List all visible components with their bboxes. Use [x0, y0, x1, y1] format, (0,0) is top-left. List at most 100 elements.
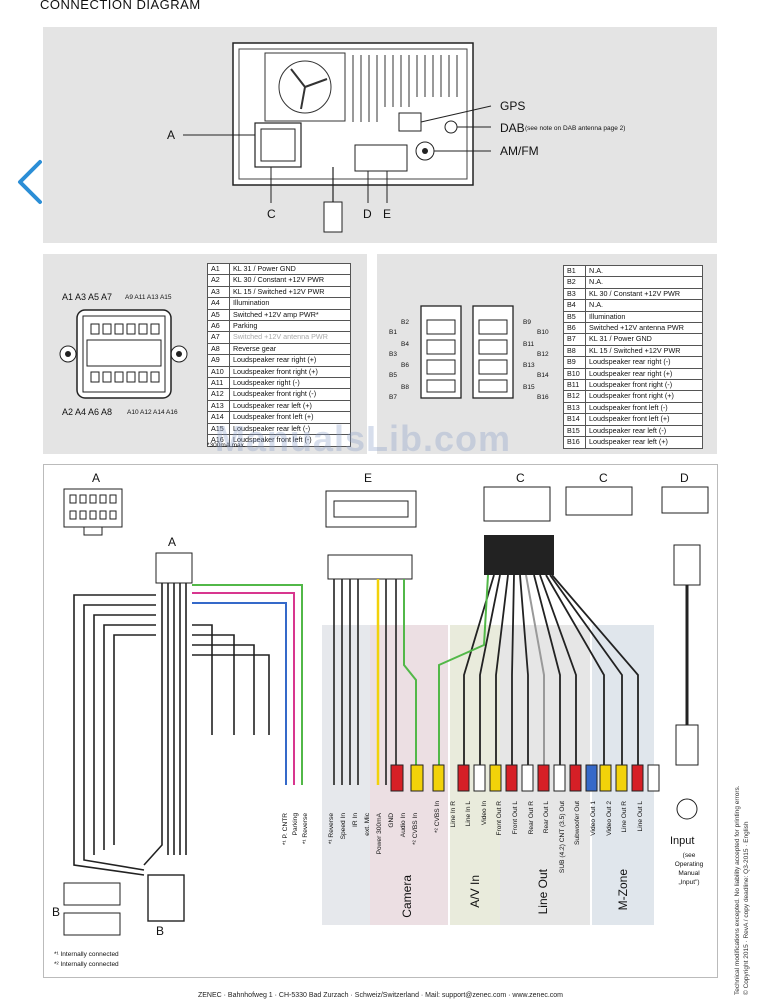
pin-id: B14 [563, 413, 586, 426]
wire-label: Line Out R [621, 801, 629, 833]
label-c: C [267, 207, 276, 221]
b-left-pin-label: B4 [401, 341, 409, 348]
pin-description: KL 30 / Constant +12V PWR [585, 287, 703, 301]
harness-label-e-top: E [364, 471, 373, 485]
pin-id: B3 [563, 287, 586, 301]
pin-description: Parking [229, 320, 351, 333]
pin-id: B4 [563, 299, 586, 312]
pin-id: A10 [207, 365, 230, 379]
pin-description: Loudspeaker rear right (+) [229, 354, 351, 367]
b-right-pin-label: B14 [537, 372, 549, 379]
pin-description: Loudspeaker rear right (+) [585, 367, 703, 381]
wire-label: Rear Out R [527, 801, 535, 835]
wire-label: Line In R [449, 801, 457, 828]
pin-id: A5 [207, 308, 230, 322]
harness-label-a-mid: A [168, 535, 177, 549]
dab-note: (see note on DAB antenna page 2) [525, 125, 626, 132]
b-left-pin-label: B1 [389, 329, 397, 336]
connector-a-drawing [59, 309, 188, 399]
group-camera: Camera [400, 875, 414, 918]
pin-id: B2 [563, 276, 586, 289]
wire-label: *¹ Reverse [328, 813, 335, 845]
wire-label: Line Out L [636, 801, 644, 832]
group-m-zone: M-Zone [616, 869, 630, 911]
pin-description: Loudspeaker front right (-) [229, 388, 351, 401]
b-right-pin-label: B13 [523, 362, 535, 369]
b-left-pin-label: B5 [389, 372, 397, 379]
harness-label-d-top: D [680, 471, 689, 485]
pin-description: Loudspeaker rear left (+) [229, 399, 351, 413]
device-rear-drawing [183, 42, 492, 233]
pin-id: B5 [563, 310, 586, 324]
chevron-left-icon [18, 160, 42, 204]
pin-description: Switched +12V antenna PWR [229, 331, 351, 344]
b-right-pin-label: B10 [537, 329, 549, 336]
wire-label: Line In L [465, 801, 473, 827]
pin-id: A11 [207, 377, 230, 390]
wire-label: *² CVBS In [434, 801, 441, 833]
group-av-in: A/V In [468, 875, 482, 908]
pin-id: B12 [563, 390, 586, 403]
pin-description: N.A. [585, 264, 703, 278]
b-right-pin-label: B9 [523, 319, 531, 326]
b-right-pin-label: B11 [523, 341, 535, 348]
pin-description: Loudspeaker rear right (-) [585, 356, 703, 369]
pin-id: B7 [563, 333, 586, 346]
pin-description: N.A. [585, 276, 703, 289]
wire-label: Video Out 1 [590, 801, 597, 836]
pin-description: Loudspeaker right (-) [229, 377, 351, 390]
pin-description: Loudspeaker front right (-) [585, 379, 703, 392]
footer: ZENEC · Bahnhofweg 1 · CH-5330 Bad Zurza… [197, 992, 564, 999]
pin-description: Switched +12V amp PWR* [229, 308, 351, 322]
pin-description: Loudspeaker rear left (+) [585, 436, 703, 449]
pin-id: A4 [207, 297, 230, 310]
connector-a-bottom-pins: A2 A4 A6 A8 [62, 407, 113, 417]
pin-id: A13 [207, 399, 230, 413]
wire-label: Rear Out L [543, 801, 551, 834]
pin-description: Reverse gear [229, 342, 351, 356]
pin-id: B15 [563, 424, 586, 438]
pin-description: Loudspeaker front right (+) [229, 365, 351, 379]
back-button[interactable] [10, 158, 50, 206]
b-right-pin-label: B15 [523, 384, 535, 391]
label-e: E [383, 207, 392, 221]
pin-description: Loudspeaker rear left (-) [229, 422, 351, 436]
label-d: D [363, 207, 372, 221]
harness-label-b-left: B [52, 905, 61, 919]
pin-id: A9 [207, 354, 230, 367]
label-a: A [167, 128, 176, 142]
harness-drawing [63, 486, 709, 936]
wire-label: *² CVBS In [412, 813, 419, 845]
input-note: (see Operating Manual „Input") [674, 852, 704, 886]
pin-description: KL 31 / Power GND [229, 262, 351, 276]
pin-description: Loudspeaker front left (-) [229, 434, 351, 447]
harness-label-a-top: A [92, 471, 101, 485]
watermark: ManualsLib.com [215, 418, 512, 459]
pin-description: Illumination [585, 310, 703, 324]
